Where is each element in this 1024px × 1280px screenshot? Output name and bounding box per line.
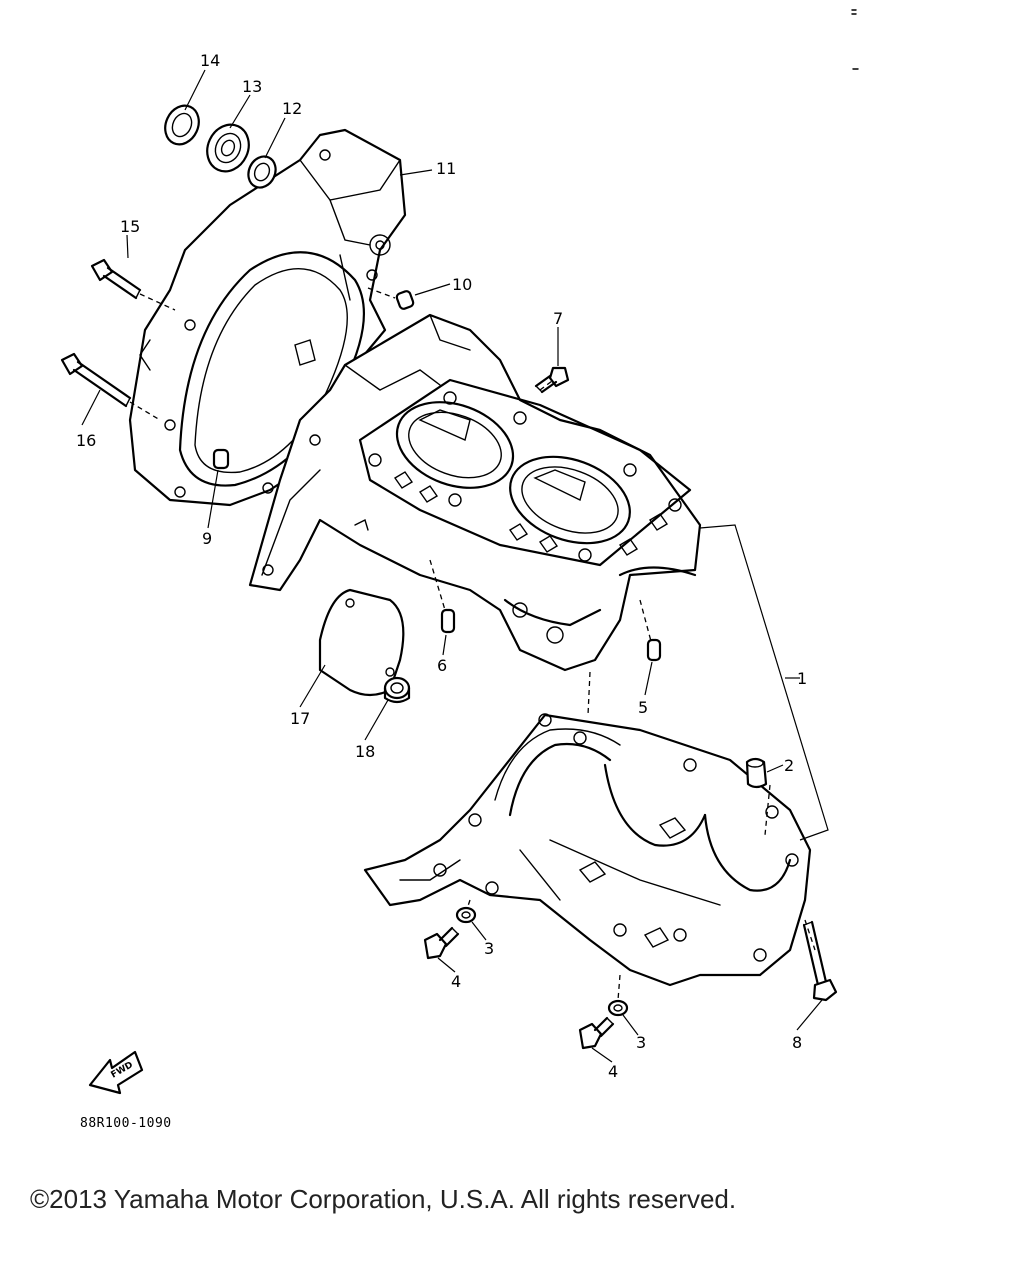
forward-arrow-icon: FWD	[88, 1050, 144, 1095]
part-3-washer	[455, 906, 477, 924]
callout-16: 16	[76, 431, 96, 450]
callout-15: 15	[120, 217, 140, 236]
part-10-dowel	[367, 287, 415, 310]
scan-mark	[851, 9, 857, 15]
callout-9: 9	[202, 529, 212, 548]
callout-1: 1	[797, 669, 807, 688]
part-18-plug	[383, 676, 411, 704]
part-15-bolt	[90, 258, 176, 311]
callout-13: 13	[242, 77, 262, 96]
upper-crankcase	[248, 313, 702, 672]
copyright-notice: ©2013 Yamaha Motor Corporation, U.S.A. A…	[30, 1184, 737, 1214]
callout-5: 5	[638, 698, 648, 717]
leader-lines	[81, 69, 823, 1063]
drawing-code: 88R100-1090	[80, 1116, 172, 1131]
callout-labels: 14 13 12 11 15 10 7 16 9 6 1 5 17 18 2 3…	[76, 51, 807, 1081]
callout-10: 10	[452, 275, 472, 294]
part-5-dowel	[646, 638, 662, 662]
callout-2: 2	[784, 756, 794, 775]
lower-crankcase	[363, 671, 816, 1001]
part-2-dowel	[745, 757, 768, 789]
part-4-bolt	[423, 926, 460, 960]
callout-3-lower: 3	[636, 1033, 646, 1052]
part-11-crankcase-cover	[128, 128, 407, 507]
callout-11: 11	[436, 159, 456, 178]
part-16-bolt	[60, 352, 161, 421]
callout-4-lower: 4	[608, 1062, 618, 1081]
part-7-bolt	[534, 366, 570, 394]
callout-8: 8	[792, 1033, 802, 1052]
callout-4-upper: 4	[451, 972, 461, 991]
part-17-cover-plate	[318, 588, 405, 697]
part-13-bearing	[206, 123, 250, 173]
part-8-bolt	[802, 920, 838, 1002]
part-6-dowel	[440, 608, 456, 634]
callout-7: 7	[553, 309, 563, 328]
callout-18: 18	[355, 742, 375, 761]
part-1-bracket	[699, 524, 829, 841]
part-3-washer	[607, 999, 629, 1017]
part-12-oil-seal	[247, 155, 277, 189]
callout-12: 12	[282, 99, 302, 118]
callout-6: 6	[437, 656, 447, 675]
callout-3-upper: 3	[484, 939, 494, 958]
callout-14: 14	[200, 51, 220, 70]
callout-17: 17	[290, 709, 310, 728]
part-14-oil-seal	[164, 104, 200, 146]
part-4-bolt	[578, 1016, 615, 1050]
part-9-dowel	[212, 448, 230, 470]
